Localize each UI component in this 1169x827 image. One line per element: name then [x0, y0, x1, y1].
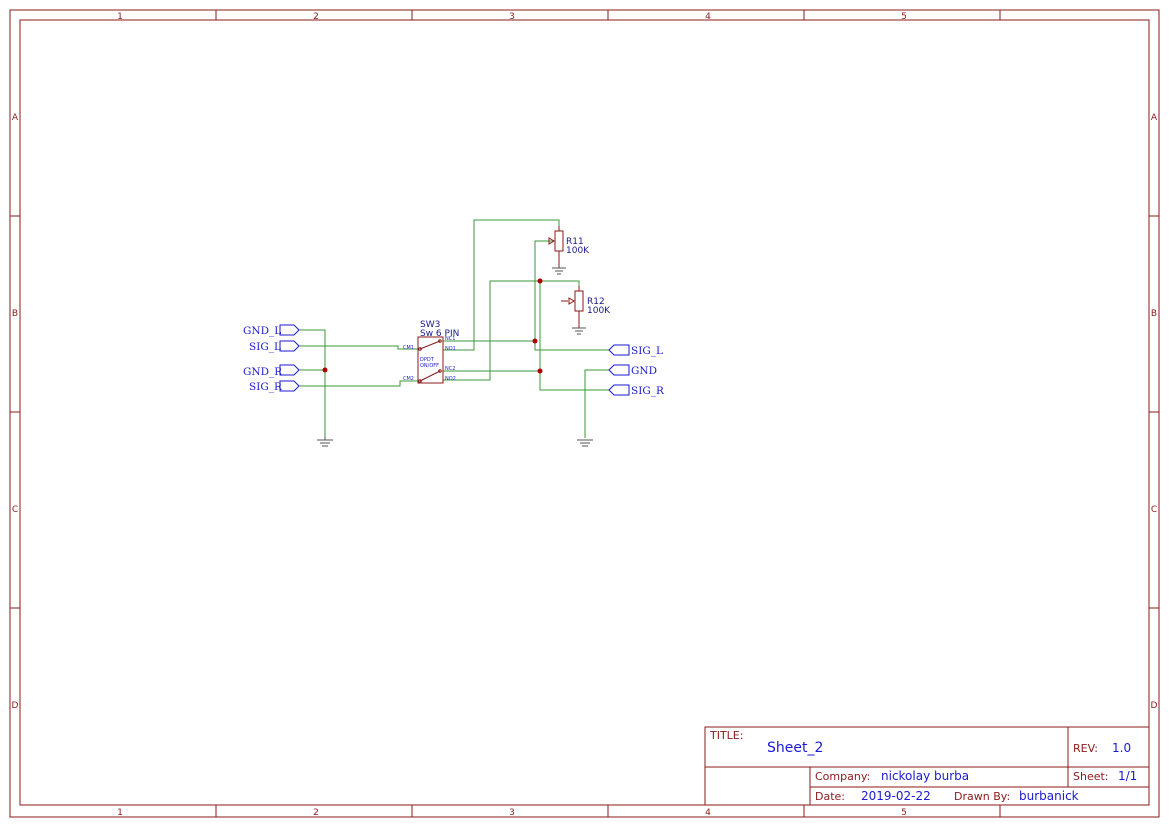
svg-text:GND_L: GND_L — [243, 325, 281, 337]
col-label-1-bottom: 1 — [117, 808, 123, 818]
sheet-title: Sheet_2 — [767, 740, 823, 756]
company-label: Company: — [815, 770, 870, 783]
row-label-d-right: D — [1151, 701, 1158, 711]
col-label-4-bottom: 4 — [705, 808, 711, 818]
col-label-3: 3 — [509, 12, 515, 22]
ground-symbol-r12 — [572, 327, 586, 335]
company-value: nickolay burba — [881, 769, 969, 783]
date-label: Date: — [815, 790, 845, 803]
switch-sw3: SW3 Sw 6 PIN CM1 NC1 NO1 CM2 NC2 NO2 DPD… — [403, 320, 459, 384]
svg-text:GND_R: GND_R — [243, 366, 283, 378]
row-label-a: A — [12, 113, 19, 123]
drawn-by-label: Drawn By: — [954, 790, 1010, 803]
svg-text:SIG_L: SIG_L — [249, 341, 281, 353]
col-label-1: 1 — [117, 12, 123, 22]
col-label-3-bottom: 3 — [509, 808, 515, 818]
r12-ref: R12 — [587, 297, 605, 307]
svg-text:SIG_R: SIG_R — [249, 381, 283, 393]
net-flag-sig-r-in: SIG_R — [249, 380, 300, 393]
col-label-4: 4 — [705, 12, 711, 22]
row-label-b-right: B — [1151, 309, 1157, 319]
r12-value: 100K — [587, 306, 611, 316]
junctions — [322, 278, 543, 374]
row-label-a-right: A — [1151, 113, 1158, 123]
rev-label: REV: — [1073, 742, 1098, 755]
net-flag-gnd-out: GND — [608, 364, 657, 377]
title-label: TITLE: — [709, 729, 743, 742]
net-flag-sig-l-out: SIG_L — [608, 344, 663, 357]
ground-symbol-r11 — [552, 267, 566, 275]
sw3-value: Sw 6 PIN — [420, 329, 459, 339]
sw3-type-line1: DPDT — [420, 357, 435, 363]
net-flag-gnd-l: GND_L — [243, 324, 300, 337]
col-label-5: 5 — [901, 12, 907, 22]
row-label-c-right: C — [1151, 505, 1157, 515]
sw3-pin-nc1: NC1 — [445, 336, 455, 342]
net-flag-sig-r-out: SIG_R — [608, 384, 665, 397]
sw3-ref: SW3 — [420, 320, 440, 330]
svg-text:SIG_L: SIG_L — [631, 345, 663, 357]
net-flag-gnd-r: GND_R — [243, 364, 300, 378]
drawn-by-value: burbanick — [1019, 789, 1079, 803]
wires — [299, 219, 609, 440]
col-label-5-bottom: 5 — [901, 808, 907, 818]
sw3-pin-cm2: CM2 — [403, 376, 414, 382]
ground-symbol-right — [577, 439, 593, 447]
outer-border — [9, 9, 1160, 818]
sheet-value: 1/1 — [1118, 769, 1137, 783]
potentiometer-r11: R11 100K — [548, 226, 590, 268]
title-block: TITLE: Sheet_2 REV: 1.0 Company: nickola… — [704, 726, 1150, 806]
row-label-d: D — [12, 701, 19, 711]
col-label-2: 2 — [313, 12, 319, 22]
row-label-c: C — [12, 505, 18, 515]
sw3-pin-no2: NO2 — [445, 376, 456, 382]
sw3-pin-nc2: NC2 — [445, 366, 455, 372]
grid-ticks — [10, 10, 1159, 817]
svg-text:SIG_R: SIG_R — [631, 385, 665, 397]
svg-text:GND: GND — [631, 365, 657, 377]
sw3-pin-cm1: CM1 — [403, 345, 414, 351]
potentiometer-r12: R12 100K — [561, 286, 611, 328]
sw3-pin-no1: NO1 — [445, 346, 456, 352]
r11-value: 100K — [566, 246, 590, 256]
net-flag-sig-l-in: SIG_L — [249, 340, 300, 353]
rev-value: 1.0 — [1112, 741, 1131, 755]
r11-ref: R11 — [566, 237, 584, 247]
date-value: 2019-02-22 — [861, 789, 931, 803]
col-label-2-bottom: 2 — [313, 808, 319, 818]
row-label-b: B — [12, 309, 18, 319]
sheet-label: Sheet: — [1073, 770, 1109, 783]
sw3-type-line2: ON/OFF — [420, 363, 439, 369]
ground-symbol-left — [317, 436, 333, 447]
